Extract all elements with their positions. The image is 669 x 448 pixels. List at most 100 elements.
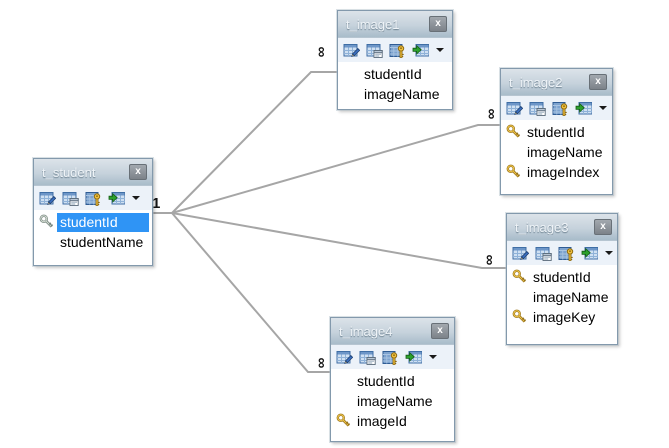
field-row-imageId[interactable]: imageId [331,411,454,431]
wire-t_student-t_image1 [171,71,338,214]
table-properties-icon[interactable] [366,42,383,59]
table-window-t_image1[interactable]: t_image1 x studentId imageName [337,10,453,110]
field-row-studentId[interactable]: studentId [34,212,152,232]
field-list: studentId imageName [338,62,452,104]
field-row-studentId[interactable]: studentId [338,64,452,84]
close-icon[interactable]: x [589,74,607,90]
field-name: studentId [57,212,149,232]
table-window-t_image3[interactable]: t_image3 x studentId imageName imageKey [506,213,618,345]
field-name: imageIndex [527,164,600,180]
design-table-icon[interactable] [343,42,360,59]
insert-column-icon[interactable] [581,245,598,262]
insert-column-icon[interactable] [405,349,422,366]
cardinality-many-label: ∞ [481,254,498,266]
table-properties-icon[interactable] [529,100,546,117]
field-row-imageName[interactable]: imageName [331,391,454,411]
chevron-down-icon[interactable] [436,48,444,52]
titlebar[interactable]: t_student x [34,159,152,186]
field-row-imageKey[interactable]: imageKey [507,307,617,327]
field-name: imageName [364,86,440,102]
close-icon[interactable]: x [594,219,612,235]
set-primary-key-icon[interactable] [382,349,399,366]
design-table-icon[interactable] [39,190,56,207]
design-table-icon[interactable] [512,245,529,262]
titlebar[interactable]: t_image3 x [507,214,617,241]
set-primary-key-icon[interactable] [558,245,575,262]
design-table-icon[interactable] [506,100,523,117]
field-row-studentName[interactable]: studentName [34,232,152,252]
table-window-t_image4[interactable]: t_image4 x studentId imageName imageId [330,317,455,442]
field-list: studentId imageName imageKey [507,265,617,327]
table-toolbar [501,96,612,120]
cardinality-many-label: ∞ [313,46,330,58]
titlebar[interactable]: t_image2 x [501,69,612,96]
set-primary-key-icon[interactable] [85,190,102,207]
set-primary-key-icon[interactable] [552,100,569,117]
table-window-t_student[interactable]: t_student x studentId studentName [33,158,153,266]
insert-column-icon[interactable] [412,42,429,59]
field-name: imageKey [533,309,596,325]
key-icon-gold [512,309,527,323]
key-spacer [504,144,524,160]
chevron-down-icon[interactable] [132,196,140,200]
field-row-studentId[interactable]: studentId [507,267,617,287]
key-spacer [334,373,354,389]
field-name: imageName [533,289,609,305]
key-icon-silver [39,214,54,228]
field-name: studentId [527,124,585,140]
field-row-imageName[interactable]: imageName [338,84,452,104]
key-icon-gold [336,413,351,427]
table-title: t_image4 [339,323,393,339]
key-icon-gold [506,164,521,178]
insert-column-icon[interactable] [575,100,592,117]
close-icon[interactable]: x [129,164,147,180]
field-row-studentId[interactable]: studentId [501,122,612,142]
set-primary-key-icon[interactable] [389,42,406,59]
table-properties-icon[interactable] [62,190,79,207]
key-icon-gold [512,269,527,283]
table-toolbar [507,241,617,265]
key-spacer [510,289,530,305]
table-title: t_image3 [515,219,569,235]
field-name: imageName [357,393,433,409]
field-row-studentId[interactable]: studentId [331,371,454,391]
table-toolbar [331,345,454,369]
field-name: studentId [533,269,591,285]
insert-column-icon[interactable] [108,190,125,207]
table-title: t_student [42,164,96,180]
design-table-icon[interactable] [336,349,353,366]
field-name: studentId [357,373,415,389]
table-window-t_image2[interactable]: t_image2 x studentId imageName imageInde… [500,68,613,195]
table-title: t_image1 [346,16,400,32]
field-row-imageName[interactable]: imageName [507,287,617,307]
wire-t_student-t_image4 [171,212,331,373]
key-spacer [341,66,361,82]
titlebar[interactable]: t_image4 x [331,318,454,345]
field-name: studentId [364,66,422,82]
table-toolbar [34,186,152,210]
chevron-down-icon[interactable] [429,355,437,359]
field-row-imageName[interactable]: imageName [501,142,612,162]
table-toolbar [338,38,452,62]
key-spacer [341,86,361,102]
field-list: studentId imageName imageId [331,369,454,431]
wire-t_student-t_image3 [171,212,507,269]
table-title: t_image2 [509,74,563,90]
cardinality-many-label: ∞ [313,357,330,369]
chevron-down-icon[interactable] [605,251,613,255]
close-icon[interactable]: x [429,16,447,32]
table-properties-icon[interactable] [535,245,552,262]
field-list: studentId imageName imageIndex [501,120,612,182]
field-row-imageIndex[interactable]: imageIndex [501,162,612,182]
table-properties-icon[interactable] [359,349,376,366]
key-spacer [334,393,354,409]
close-icon[interactable]: x [431,323,449,339]
cardinality-many-label: ∞ [483,108,500,120]
titlebar[interactable]: t_image1 x [338,11,452,38]
key-icon-gold [506,124,521,138]
field-name: imageName [527,144,603,160]
chevron-down-icon[interactable] [599,106,607,110]
field-name: studentName [60,234,144,250]
